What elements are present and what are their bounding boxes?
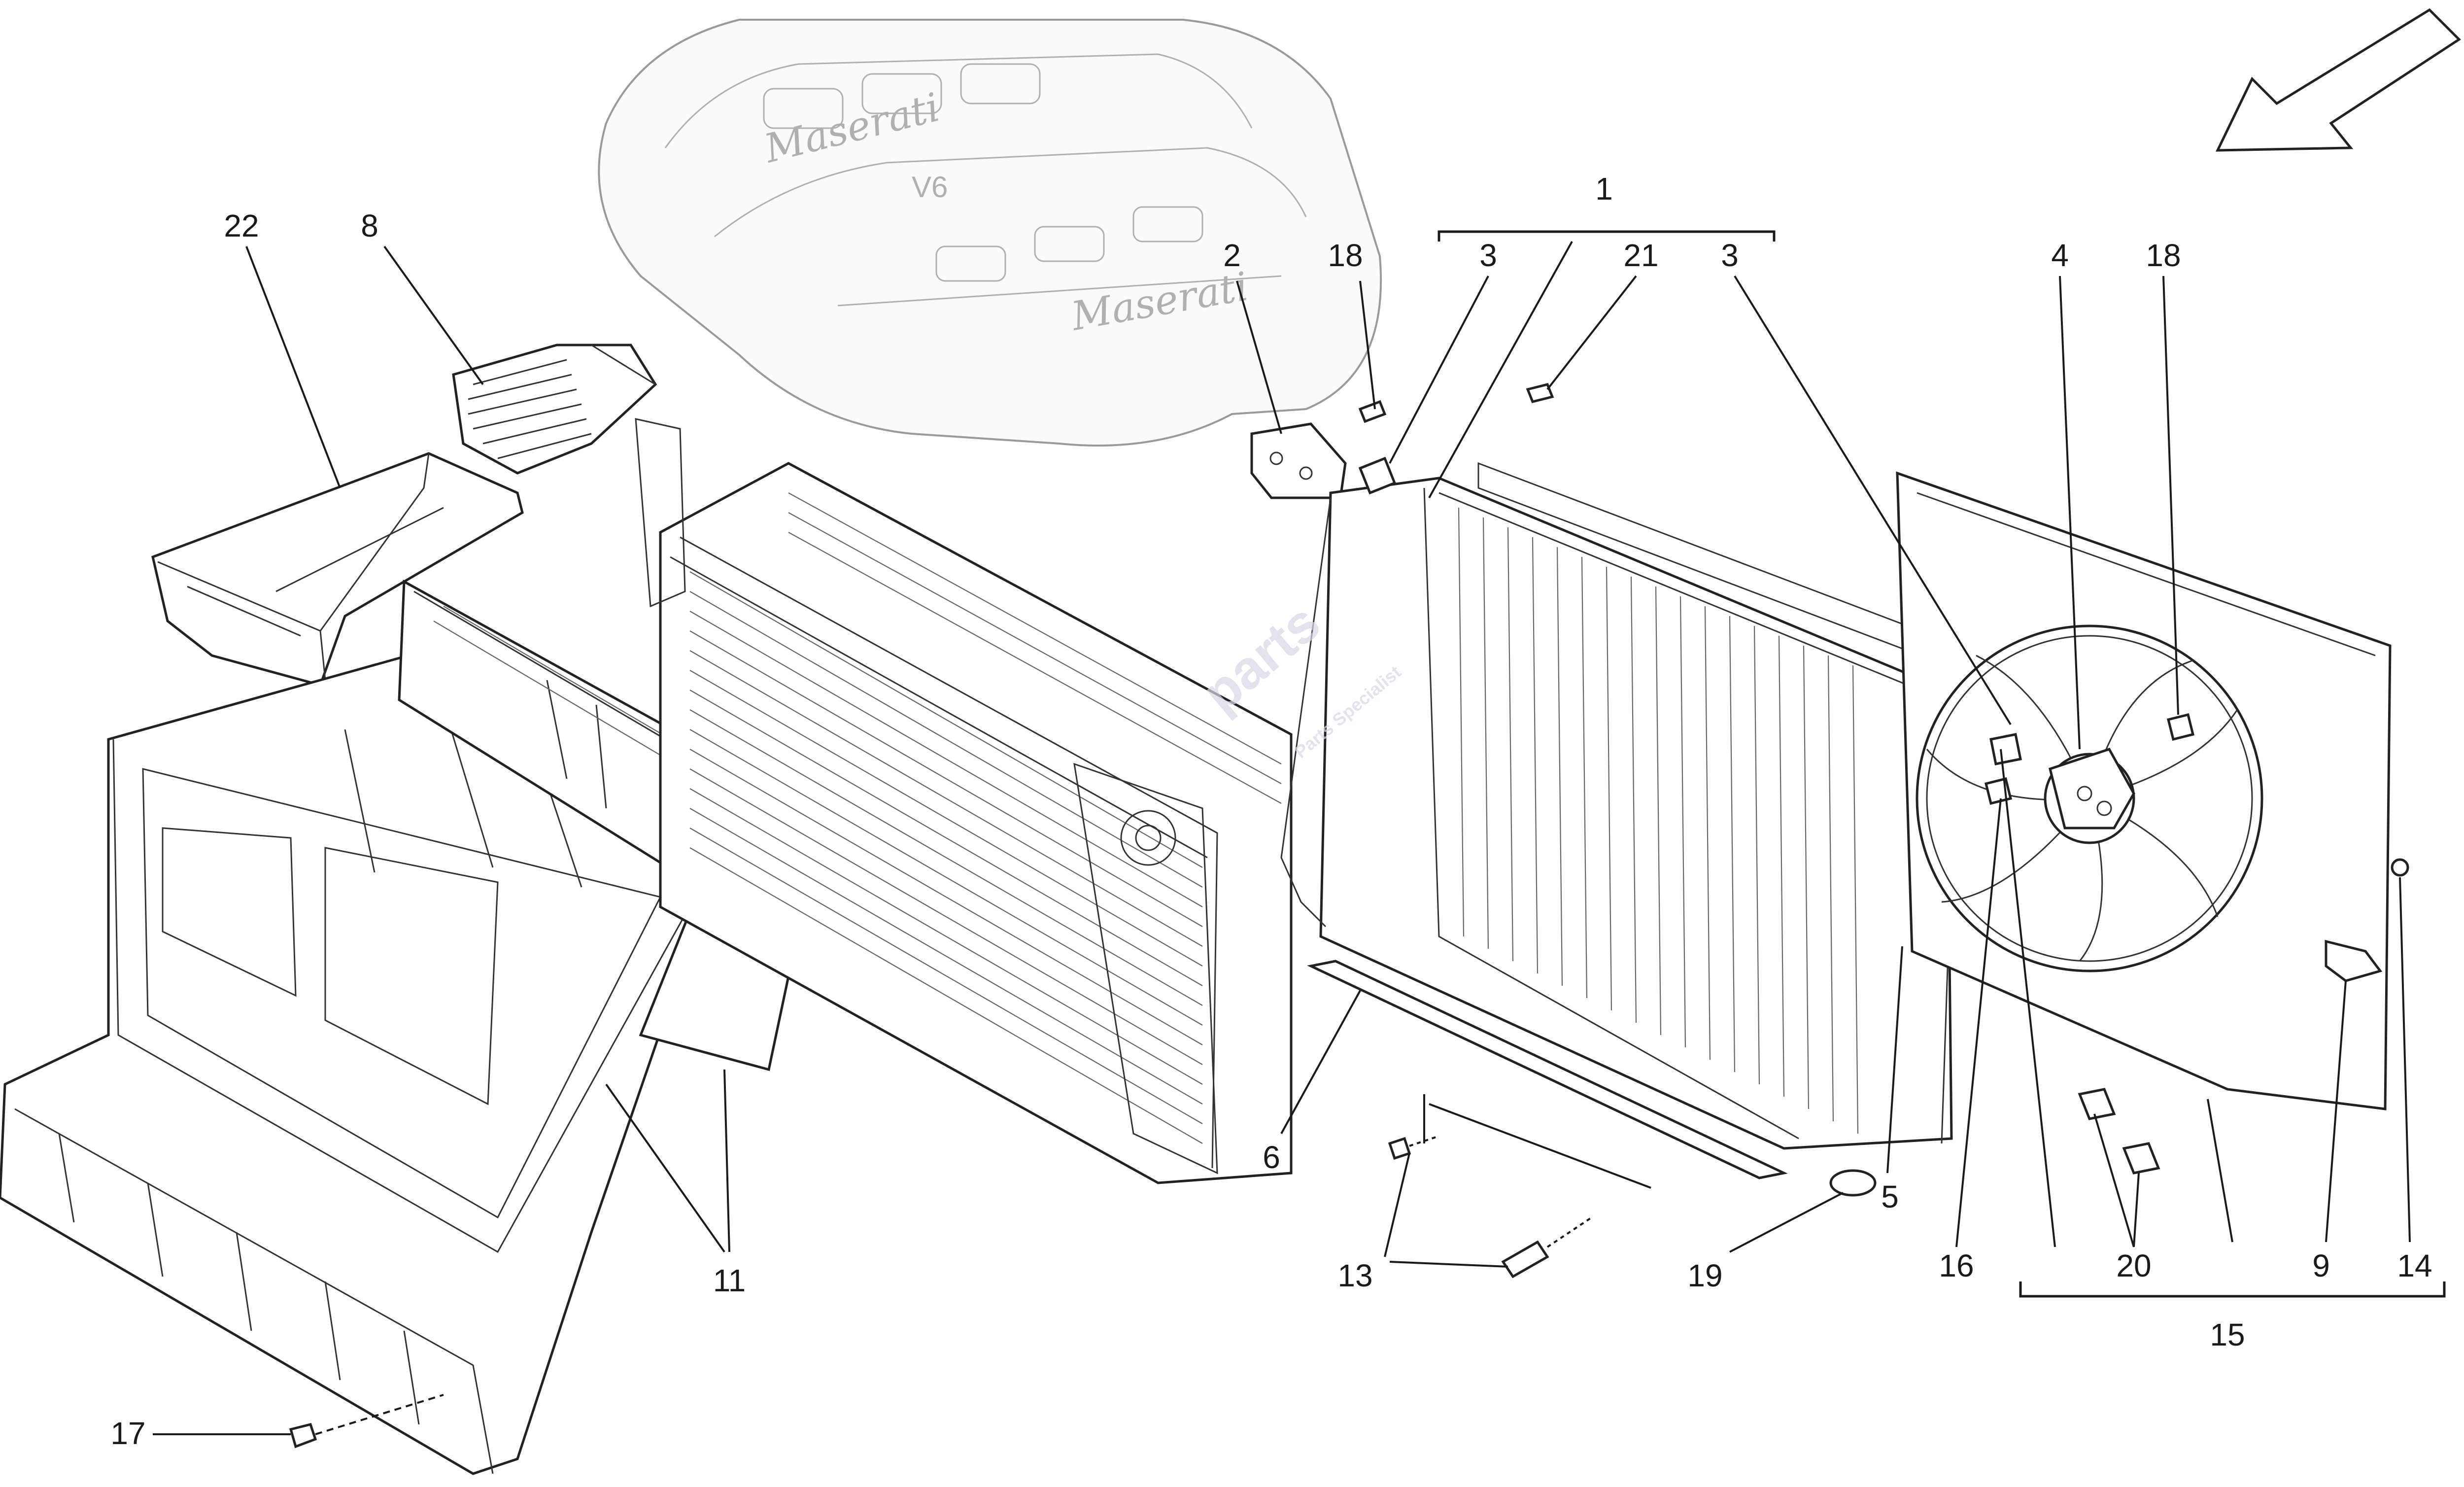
- ac-condenser-fins: [689, 492, 1282, 1144]
- fan-bracket: [1250, 422, 1347, 499]
- bracket-screw: [1358, 400, 1387, 423]
- radiator-fins: [1458, 507, 1859, 1134]
- callout-18-right: 18: [2146, 238, 2181, 273]
- callout-4: 4: [2051, 238, 2069, 273]
- radiator: [1280, 462, 1957, 1150]
- callout-11: 11: [713, 1263, 746, 1298]
- callout-labels: 1 2 3 3 4 5 6 8 9 11 13 14 15 16 17 18 1…: [110, 171, 2432, 1451]
- corrugated-air-hose: [452, 344, 657, 475]
- radiator-seal-strip: [1307, 960, 1788, 1179]
- screw-lower: [1501, 1216, 1593, 1279]
- engine-cover-badge-text: V6: [912, 171, 948, 204]
- callout-8: 8: [361, 208, 378, 243]
- ac-condenser: [635, 418, 1293, 1184]
- callout-9: 9: [2312, 1248, 2330, 1283]
- fan-clip-upper: [2078, 1088, 2116, 1120]
- leader-lines: [153, 241, 2411, 1435]
- shroud-screw: [289, 1423, 317, 1449]
- callout-13: 13: [1337, 1258, 1372, 1293]
- fan-clip-lower: [2122, 1142, 2160, 1175]
- callout-14: 14: [2397, 1248, 2432, 1283]
- callout-15: 15: [2210, 1317, 2245, 1352]
- fan-connector: [2325, 939, 2383, 982]
- screw-upper: [1388, 1135, 1439, 1160]
- callout-17: 17: [110, 1416, 145, 1451]
- callout-19: 19: [1687, 1258, 1722, 1293]
- callout-2: 2: [1223, 238, 1241, 273]
- group-brace-15: [2019, 1281, 2446, 1298]
- callout-3-left: 3: [1479, 238, 1497, 273]
- callout-18-left: 18: [1328, 238, 1363, 273]
- callout-3-right: 3: [1721, 238, 1739, 273]
- fan-screw: [2391, 858, 2409, 877]
- group-brace-1: [1437, 230, 1776, 242]
- callout-6: 6: [1263, 1140, 1280, 1175]
- callout-1: 1: [1595, 171, 1613, 207]
- callout-5: 5: [1881, 1179, 1899, 1214]
- air-intake-duct: [151, 452, 524, 687]
- radiator-plug: [1526, 383, 1554, 403]
- radiator-clip-left: [1358, 456, 1397, 495]
- callout-16: 16: [1939, 1248, 1974, 1283]
- callout-21: 21: [1623, 238, 1658, 273]
- engine-cover: Maserati Maserati V6: [598, 19, 1382, 447]
- callout-20: 20: [2116, 1248, 2151, 1283]
- fan-motor-screw: [2166, 713, 2195, 741]
- callout-22: 22: [224, 208, 259, 243]
- front-direction-arrow-icon: [2215, 8, 2461, 152]
- rubber-mount: [1829, 1169, 1877, 1197]
